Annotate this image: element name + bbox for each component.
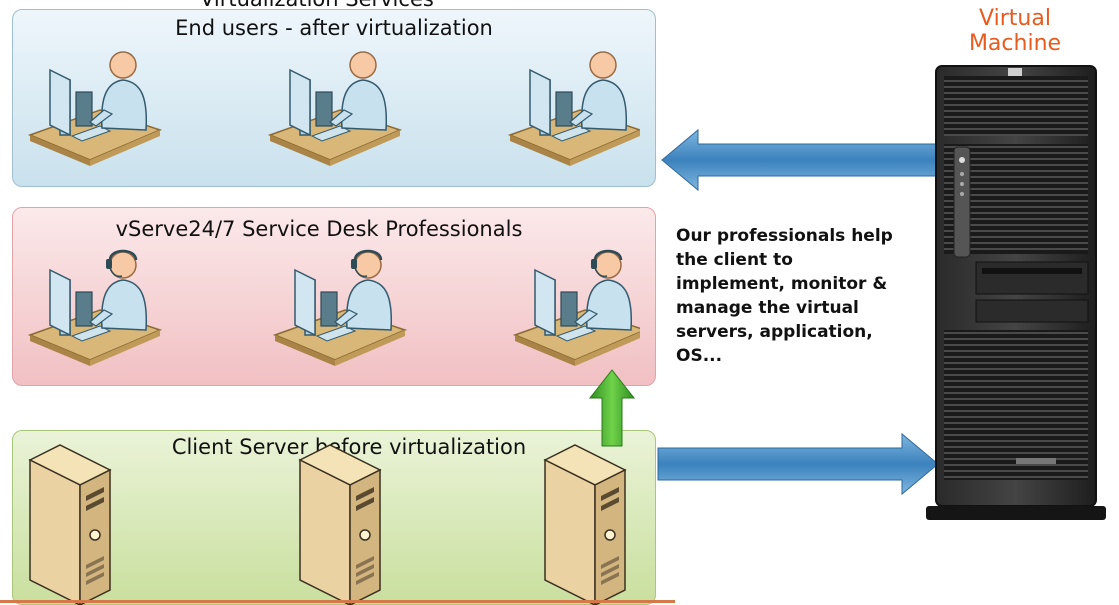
end-users-title: End users - after virtualization (175, 16, 493, 40)
description-text: Our professionals help the client to imp… (676, 224, 936, 368)
description-line: implement, monitor & (676, 274, 888, 294)
server-tower-3 (544, 444, 626, 605)
bottom-accent-line (0, 600, 675, 603)
description-line: servers, application, (676, 322, 873, 342)
partial-heading: Virtualization Services (200, 0, 434, 11)
description-line: Our professionals help (676, 226, 893, 246)
up-arrow-icon (588, 369, 636, 447)
server-figures (29, 444, 626, 605)
end-user-figures (29, 51, 640, 167)
description-line: OS... (676, 346, 723, 366)
agent-desk-3 (515, 251, 640, 366)
virtual-machine-label: Virtual Machine (950, 6, 1080, 56)
user-desk-3 (509, 51, 640, 167)
description-line: manage the virtual (676, 298, 859, 318)
user-desk-2 (269, 51, 401, 167)
left-arrow-icon (661, 128, 939, 192)
right-arrow-icon (657, 432, 939, 496)
virtual-machine-line1: Virtual (979, 6, 1051, 31)
server-tower-2 (299, 444, 381, 605)
virtual-machine-server-icon (926, 65, 1106, 520)
description-line: the client to (676, 250, 793, 270)
user-desk-1 (29, 51, 161, 167)
server-tower-1 (29, 444, 111, 605)
virtual-machine-line2: Machine (968, 31, 1062, 56)
agent-desk-2 (275, 251, 405, 366)
service-desk-figures (20, 240, 640, 385)
service-desk-title: vServe24/7 Service Desk Professionals (115, 217, 523, 241)
agent-desk-1 (30, 251, 160, 366)
